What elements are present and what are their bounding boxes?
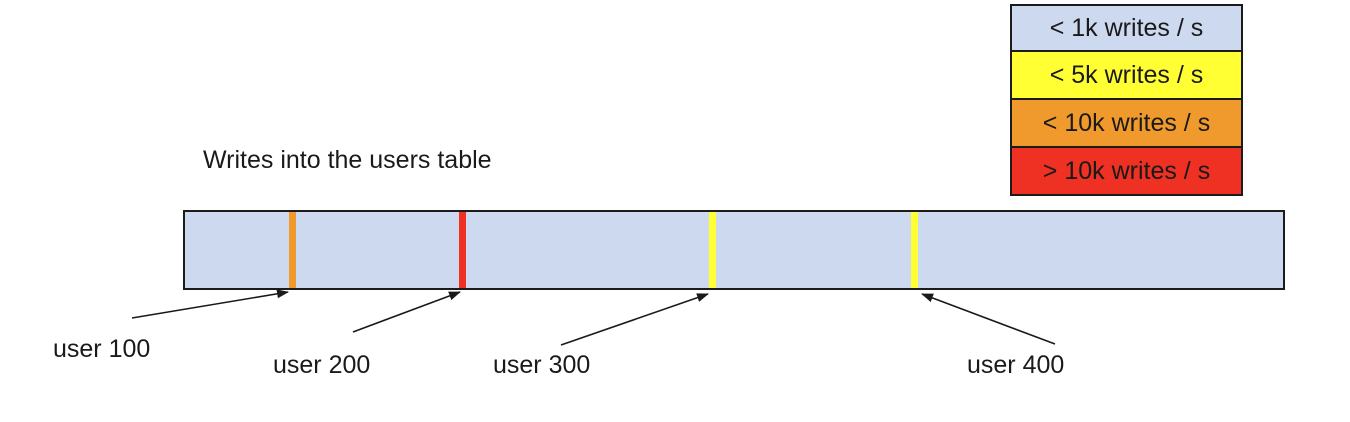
diagram-title: Writes into the users table xyxy=(203,146,492,174)
legend-item-lt-1k: < 1k writes / s xyxy=(1010,4,1243,52)
arrow-user-200 xyxy=(352,291,461,333)
arrow-user-300 xyxy=(560,293,709,346)
legend-item-label: > 10k writes / s xyxy=(1042,156,1211,185)
user-100-label: user 100 xyxy=(53,335,151,363)
write-hotspot-stripe-user-400 xyxy=(911,212,918,288)
legend-item-label: < 1k writes / s xyxy=(1049,13,1204,42)
legend-item-label: < 10k writes / s xyxy=(1042,108,1211,137)
write-hotspot-stripe-user-200 xyxy=(459,212,466,288)
legend-item-lt-5k: < 5k writes / s xyxy=(1010,50,1243,100)
user-200-label: user 200 xyxy=(273,351,371,379)
user-300-label: user 300 xyxy=(493,351,591,379)
legend-item-label: < 5k writes / s xyxy=(1049,60,1204,89)
arrow-user-400 xyxy=(921,293,1056,345)
legend: < 1k writes / s < 5k writes / s < 10k wr… xyxy=(1010,4,1243,196)
write-hotspot-stripe-user-100 xyxy=(289,212,296,288)
legend-item-gt-10k: > 10k writes / s xyxy=(1010,146,1243,196)
legend-item-lt-10k: < 10k writes / s xyxy=(1010,98,1243,148)
users-table-bar xyxy=(183,210,1285,290)
user-400-label: user 400 xyxy=(967,351,1065,379)
arrow-user-100 xyxy=(131,289,289,319)
write-hotspot-stripe-user-300 xyxy=(709,212,716,288)
